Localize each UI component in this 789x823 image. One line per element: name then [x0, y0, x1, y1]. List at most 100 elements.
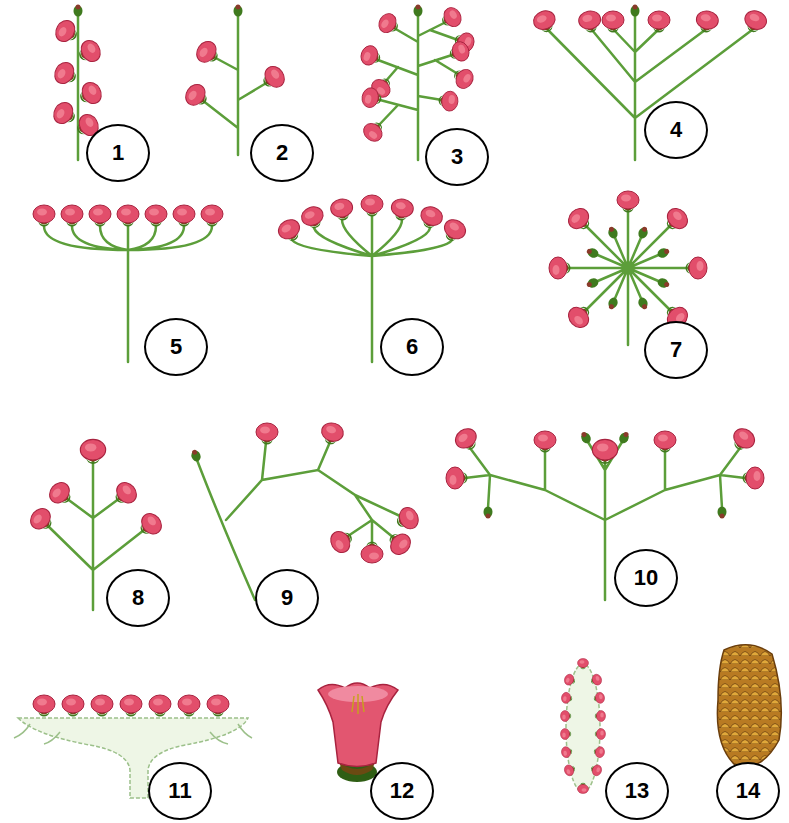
- flower: [50, 99, 80, 129]
- callout-circle: 5: [144, 318, 208, 376]
- flower: [561, 729, 572, 740]
- cone: [717, 645, 781, 767]
- callout-circle: 10: [614, 549, 678, 607]
- callout-circle: 6: [380, 318, 444, 376]
- bud: [414, 5, 423, 17]
- bud: [74, 5, 83, 17]
- callout-circle: 7: [644, 321, 708, 379]
- flower: [686, 257, 708, 279]
- callout-circle: 4: [644, 101, 708, 159]
- flower: [193, 38, 223, 68]
- flower: [74, 37, 104, 67]
- flower: [648, 11, 670, 33]
- cone-body: [717, 645, 781, 767]
- flower: [531, 8, 559, 36]
- corolla: [318, 683, 398, 767]
- flower: [327, 526, 357, 556]
- flower: [178, 695, 200, 717]
- flower: [361, 195, 383, 217]
- flower: [110, 479, 141, 510]
- flower: [52, 17, 82, 47]
- bracts: [14, 724, 252, 744]
- callout-number: 5: [170, 336, 182, 358]
- flower: [33, 205, 55, 227]
- bud: [637, 296, 650, 311]
- flower: [452, 425, 482, 455]
- flowers: [27, 4, 770, 563]
- receptacle: [18, 718, 248, 798]
- flower: [595, 711, 606, 722]
- flower: [145, 205, 167, 227]
- flower: [589, 763, 603, 777]
- callout-circle: 11: [148, 762, 212, 820]
- capitulum: [14, 695, 252, 798]
- flower: [617, 191, 639, 213]
- stamens: [352, 694, 364, 714]
- flower: [91, 695, 113, 717]
- callout-circle: 9: [255, 569, 319, 627]
- flower: [182, 81, 212, 111]
- stem: [465, 442, 745, 600]
- flower: [446, 467, 468, 489]
- flower: [592, 439, 617, 464]
- bud: [656, 246, 671, 259]
- flower: [741, 8, 769, 36]
- flower: [135, 510, 166, 541]
- flower: [694, 9, 719, 34]
- flower: [33, 695, 55, 717]
- callout-circle: 3: [425, 128, 489, 186]
- flower: [563, 673, 577, 687]
- stems: [44, 14, 752, 610]
- bud: [606, 296, 619, 311]
- callout-number: 1: [112, 142, 124, 164]
- callout-circle: 13: [605, 762, 669, 820]
- flower: [256, 423, 278, 445]
- flower: [319, 421, 346, 447]
- flower: [360, 117, 388, 145]
- bud: [617, 430, 631, 445]
- spadix: [561, 659, 606, 794]
- callout-number: 14: [736, 780, 760, 802]
- callout-number: 12: [390, 780, 414, 802]
- flower: [51, 59, 81, 89]
- flower: [561, 711, 572, 722]
- flower: [27, 505, 58, 536]
- flower: [389, 197, 414, 222]
- flower: [361, 87, 383, 110]
- callout-circle: 12: [370, 762, 434, 820]
- flower: [75, 79, 105, 109]
- flower: [207, 695, 229, 717]
- flower: [62, 695, 84, 717]
- flower: [438, 4, 465, 31]
- flower: [589, 673, 603, 687]
- callout-number: 8: [132, 587, 144, 609]
- flower: [61, 205, 83, 227]
- flower: [661, 204, 692, 235]
- callout-number: 9: [281, 587, 293, 609]
- flower: [561, 692, 573, 705]
- bud: [190, 448, 203, 462]
- bud: [631, 5, 640, 17]
- flower: [375, 10, 402, 37]
- bud: [656, 277, 670, 290]
- bud: [484, 507, 493, 519]
- bud: [585, 277, 599, 290]
- callout-circle: 2: [250, 124, 314, 182]
- callout-number: 2: [276, 142, 288, 164]
- flower: [275, 216, 305, 246]
- bud: [637, 225, 650, 239]
- flower: [173, 205, 195, 227]
- flower: [46, 479, 77, 510]
- flower: [393, 504, 422, 533]
- callout-number: 6: [406, 336, 418, 358]
- flower: [447, 39, 472, 64]
- flower: [561, 746, 573, 759]
- callout-number: 11: [168, 780, 191, 802]
- flower: [595, 729, 606, 740]
- flower: [578, 783, 589, 794]
- flower: [417, 204, 445, 232]
- flower: [593, 746, 605, 759]
- flower: [743, 467, 765, 489]
- flower: [358, 43, 383, 68]
